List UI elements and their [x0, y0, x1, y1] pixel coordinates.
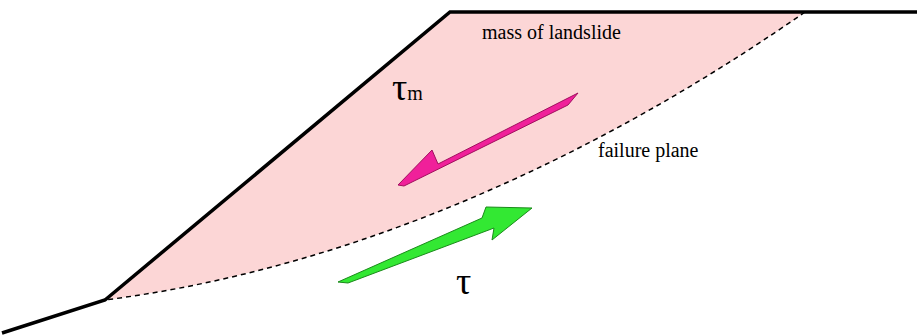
shear-stress-arrow	[398, 93, 578, 186]
line-label: failure plane	[598, 140, 699, 160]
resisting-stress-arrow	[338, 207, 532, 283]
stress-symbol: τ	[456, 262, 471, 300]
region-label: mass of landslide	[482, 22, 621, 42]
landslide-mass	[105, 12, 805, 300]
failure-plane-line	[105, 12, 805, 300]
ground-profile	[2, 12, 917, 333]
stress-symbol: τm	[392, 68, 423, 106]
